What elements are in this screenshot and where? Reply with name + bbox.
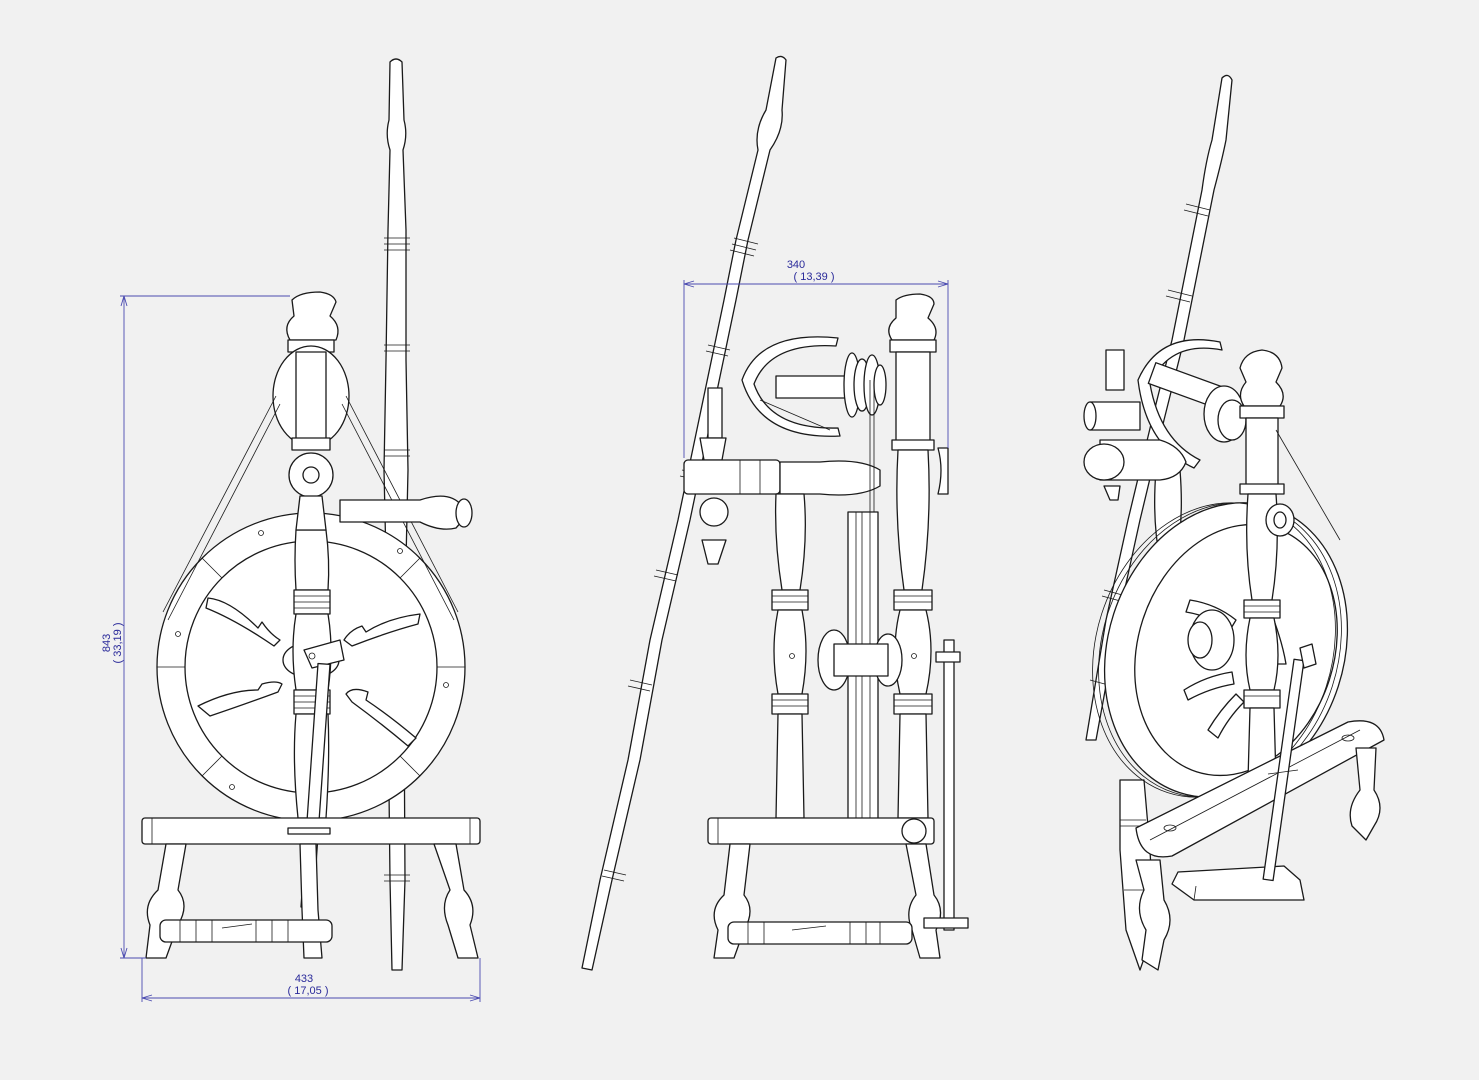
front-base <box>141 817 481 845</box>
side-view: 340 ( 13,39 ) <box>581 55 969 971</box>
width-dimension-value: 433 <box>295 973 313 985</box>
width-dimension-alt: ( 17,05 ) <box>288 985 329 997</box>
side-flyer <box>699 336 887 461</box>
iso-flyer <box>1083 339 1247 501</box>
height-dimension-alt: ( 33,19 ) <box>112 623 124 664</box>
depth-dimension-value: 340 <box>787 259 805 271</box>
front-view: 843 ( 33,19 ) 433 ( 17,05 ) <box>101 58 481 1002</box>
side-upright-front <box>789 293 937 819</box>
side-distaff <box>581 55 787 971</box>
front-height-dimension: 843 ( 33,19 ) <box>101 295 290 959</box>
side-base <box>707 639 969 959</box>
side-arm <box>683 447 949 565</box>
iso-upright-front <box>1239 349 1341 781</box>
side-upright-rear <box>771 493 809 819</box>
isometric-view <box>1083 74 1385 971</box>
side-wheel <box>817 380 903 821</box>
iso-base <box>1135 643 1385 971</box>
front-flyer <box>162 291 473 621</box>
depth-dimension-alt: ( 13,39 ) <box>794 271 835 283</box>
front-width-dimension: 433 ( 17,05 ) <box>141 958 481 1002</box>
front-treadle <box>159 919 333 943</box>
side-depth-dimension: 340 ( 13,39 ) <box>683 259 949 458</box>
height-dimension-value: 843 <box>101 634 113 652</box>
